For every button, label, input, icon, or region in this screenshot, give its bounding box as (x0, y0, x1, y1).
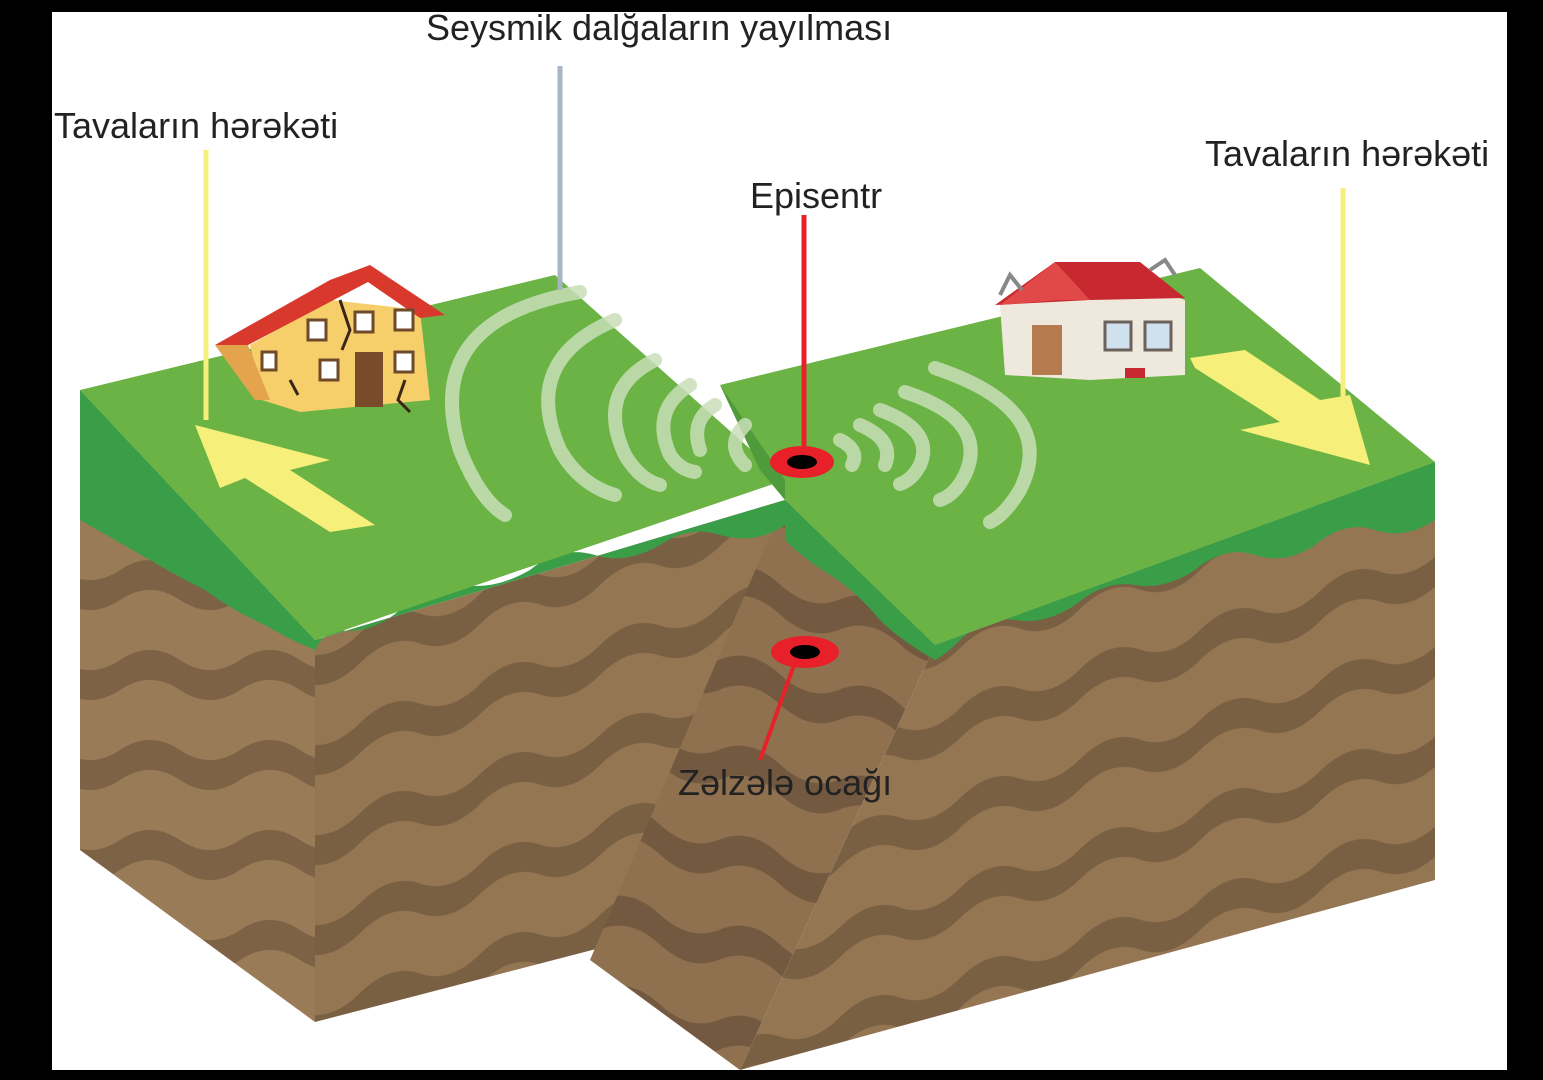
fault-scarp (720, 385, 785, 500)
seismic-waves-left (445, 285, 752, 522)
right-grass-fault (785, 500, 935, 660)
damaged-house-icon (995, 257, 1185, 380)
seismic-waves-label: Seysmik dalğaların yayılması (426, 7, 892, 48)
plate-motion-left-label: Tavaların hərəkəti (54, 105, 338, 146)
plate-motion-right-label: Tavaların hərəkəti (1205, 133, 1489, 174)
left-grass-side (80, 390, 315, 650)
left-grass-front (315, 500, 785, 650)
right-block-front-face (740, 462, 1435, 1070)
cracked-house-icon (215, 265, 445, 414)
focus-label: Zəlzələ ocağı (678, 762, 892, 803)
arrow-left-icon (195, 425, 375, 532)
arrow-right-icon (1190, 350, 1370, 465)
fault-plane-face (590, 500, 935, 1070)
epicenter-label: Episentr (750, 175, 882, 216)
right-grass-front (935, 462, 1435, 660)
seismic-waves-right (833, 361, 1037, 529)
focus-pointer (758, 661, 797, 761)
